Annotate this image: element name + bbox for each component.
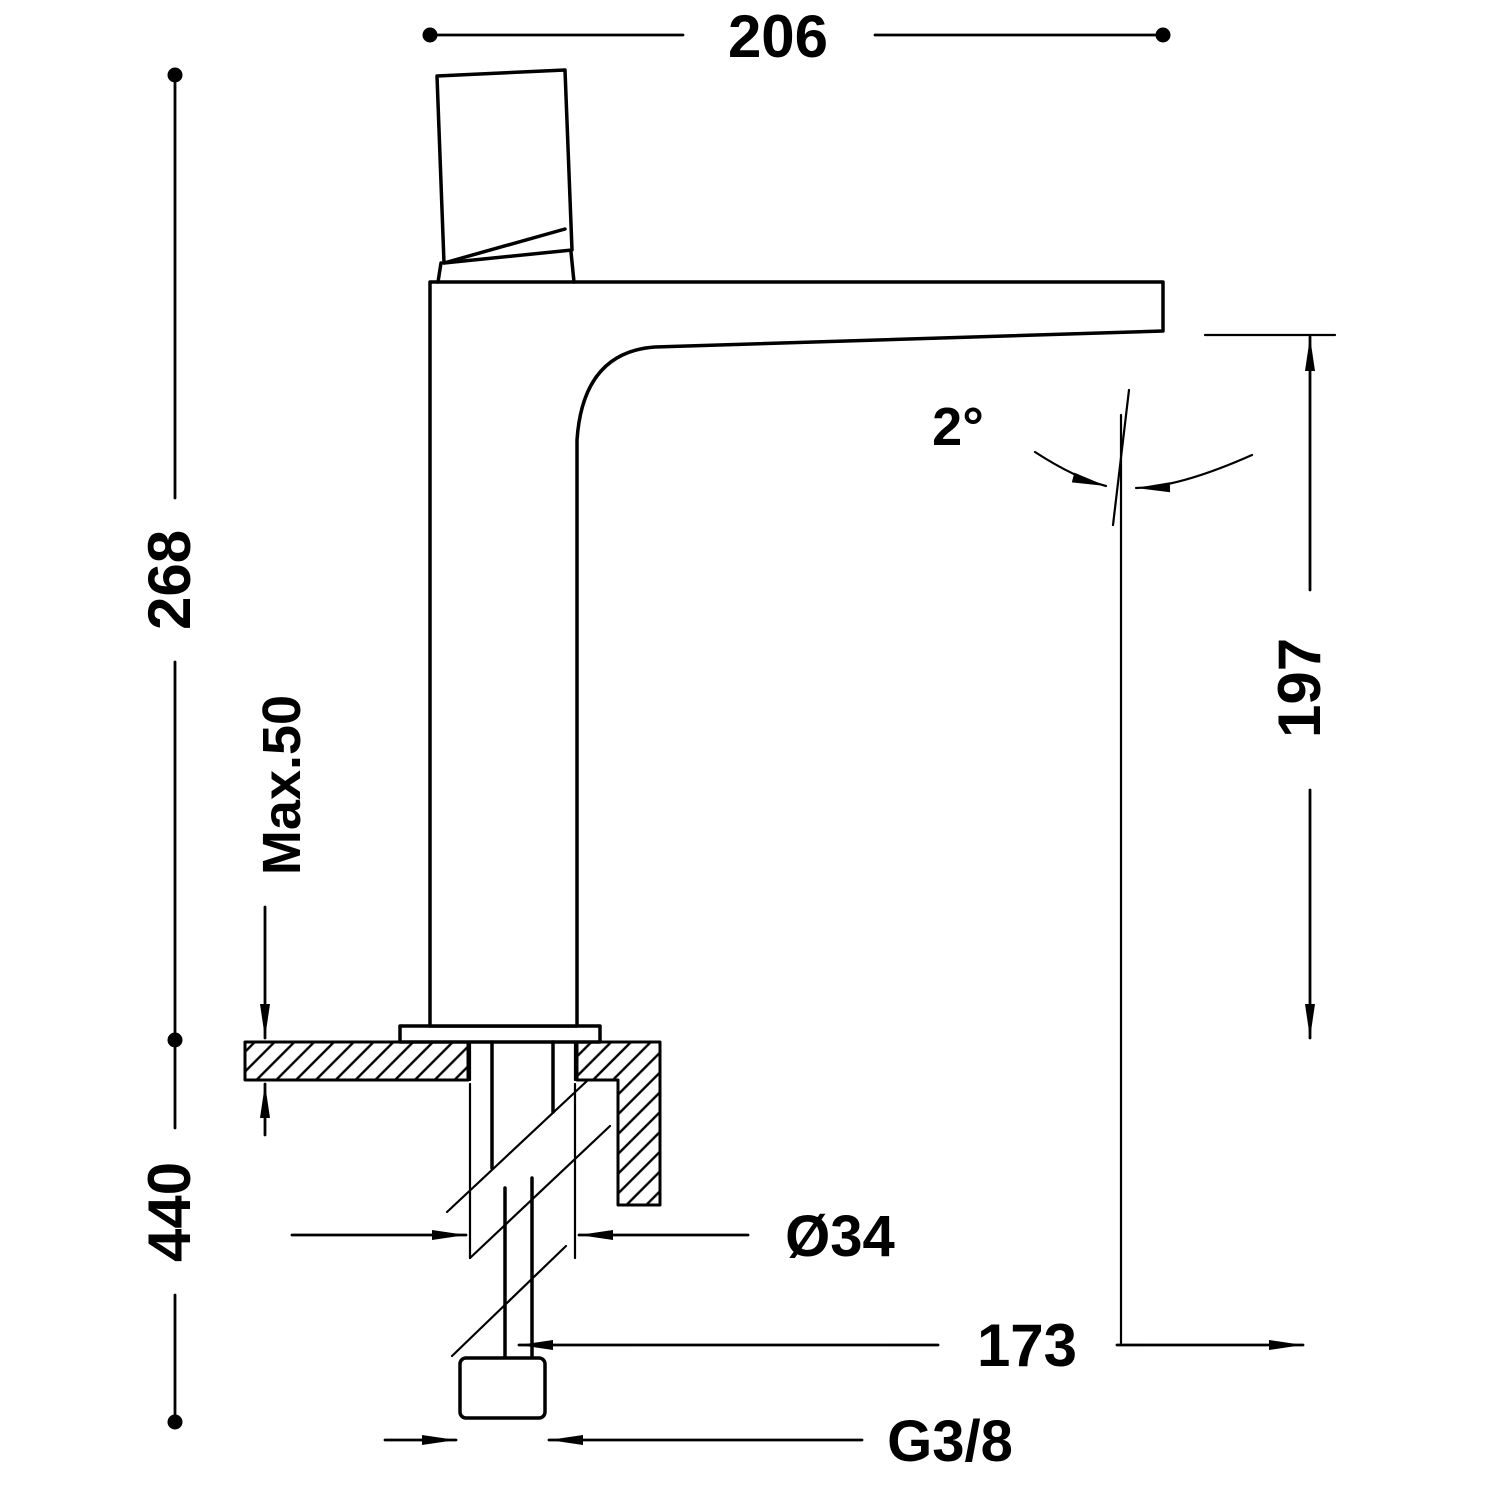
angle-arc-right xyxy=(1134,453,1254,493)
angle-arc-left xyxy=(1033,450,1108,488)
faucet-base-flange xyxy=(398,1024,602,1044)
annotation-spout-angle: 2° xyxy=(932,388,1254,1347)
faucet-handle xyxy=(435,68,574,265)
dim-top-width: 206 xyxy=(422,3,1171,70)
dim-connection-thread: G3/8 xyxy=(383,1409,1013,1474)
countertop-section xyxy=(243,1040,662,1207)
dim-counter-thickness: Max.50 xyxy=(252,695,312,1137)
label-angle-2deg: 2° xyxy=(932,397,984,457)
label-height-268: 268 xyxy=(136,530,203,630)
break-line-3 xyxy=(450,1244,568,1358)
g38-connector-nut xyxy=(458,1356,547,1420)
label-reach-173: 173 xyxy=(977,1312,1077,1379)
label-height-440: 440 xyxy=(136,1162,203,1262)
break-line-1 xyxy=(445,1078,590,1214)
dim-spout-reach: 173 xyxy=(517,1312,1305,1379)
label-diameter-34: Ø34 xyxy=(785,1204,895,1269)
handle-lever-line xyxy=(442,227,567,265)
break-line-2 xyxy=(468,1124,612,1260)
counter-slab-right xyxy=(575,1040,662,1207)
label-max-50: Max.50 xyxy=(252,695,312,875)
dim-height-above-counter: 268 xyxy=(136,67,203,1048)
label-height-197: 197 xyxy=(1266,638,1333,738)
faucet-outline xyxy=(398,68,1165,1044)
dim-spout-height: 197 xyxy=(1203,333,1337,1040)
dim-hole-diameter: Ø34 xyxy=(290,1082,895,1269)
handle-neck-right xyxy=(569,250,576,284)
handle-neck-left xyxy=(436,261,443,284)
dim-total-height: 440 xyxy=(136,1038,203,1430)
label-width-206: 206 xyxy=(728,3,828,70)
counter-slab-left xyxy=(243,1040,470,1082)
faucet-body-and-spout xyxy=(428,280,1165,1028)
supply-pipe xyxy=(445,1040,612,1420)
label-thread-g38: G3/8 xyxy=(887,1409,1013,1474)
